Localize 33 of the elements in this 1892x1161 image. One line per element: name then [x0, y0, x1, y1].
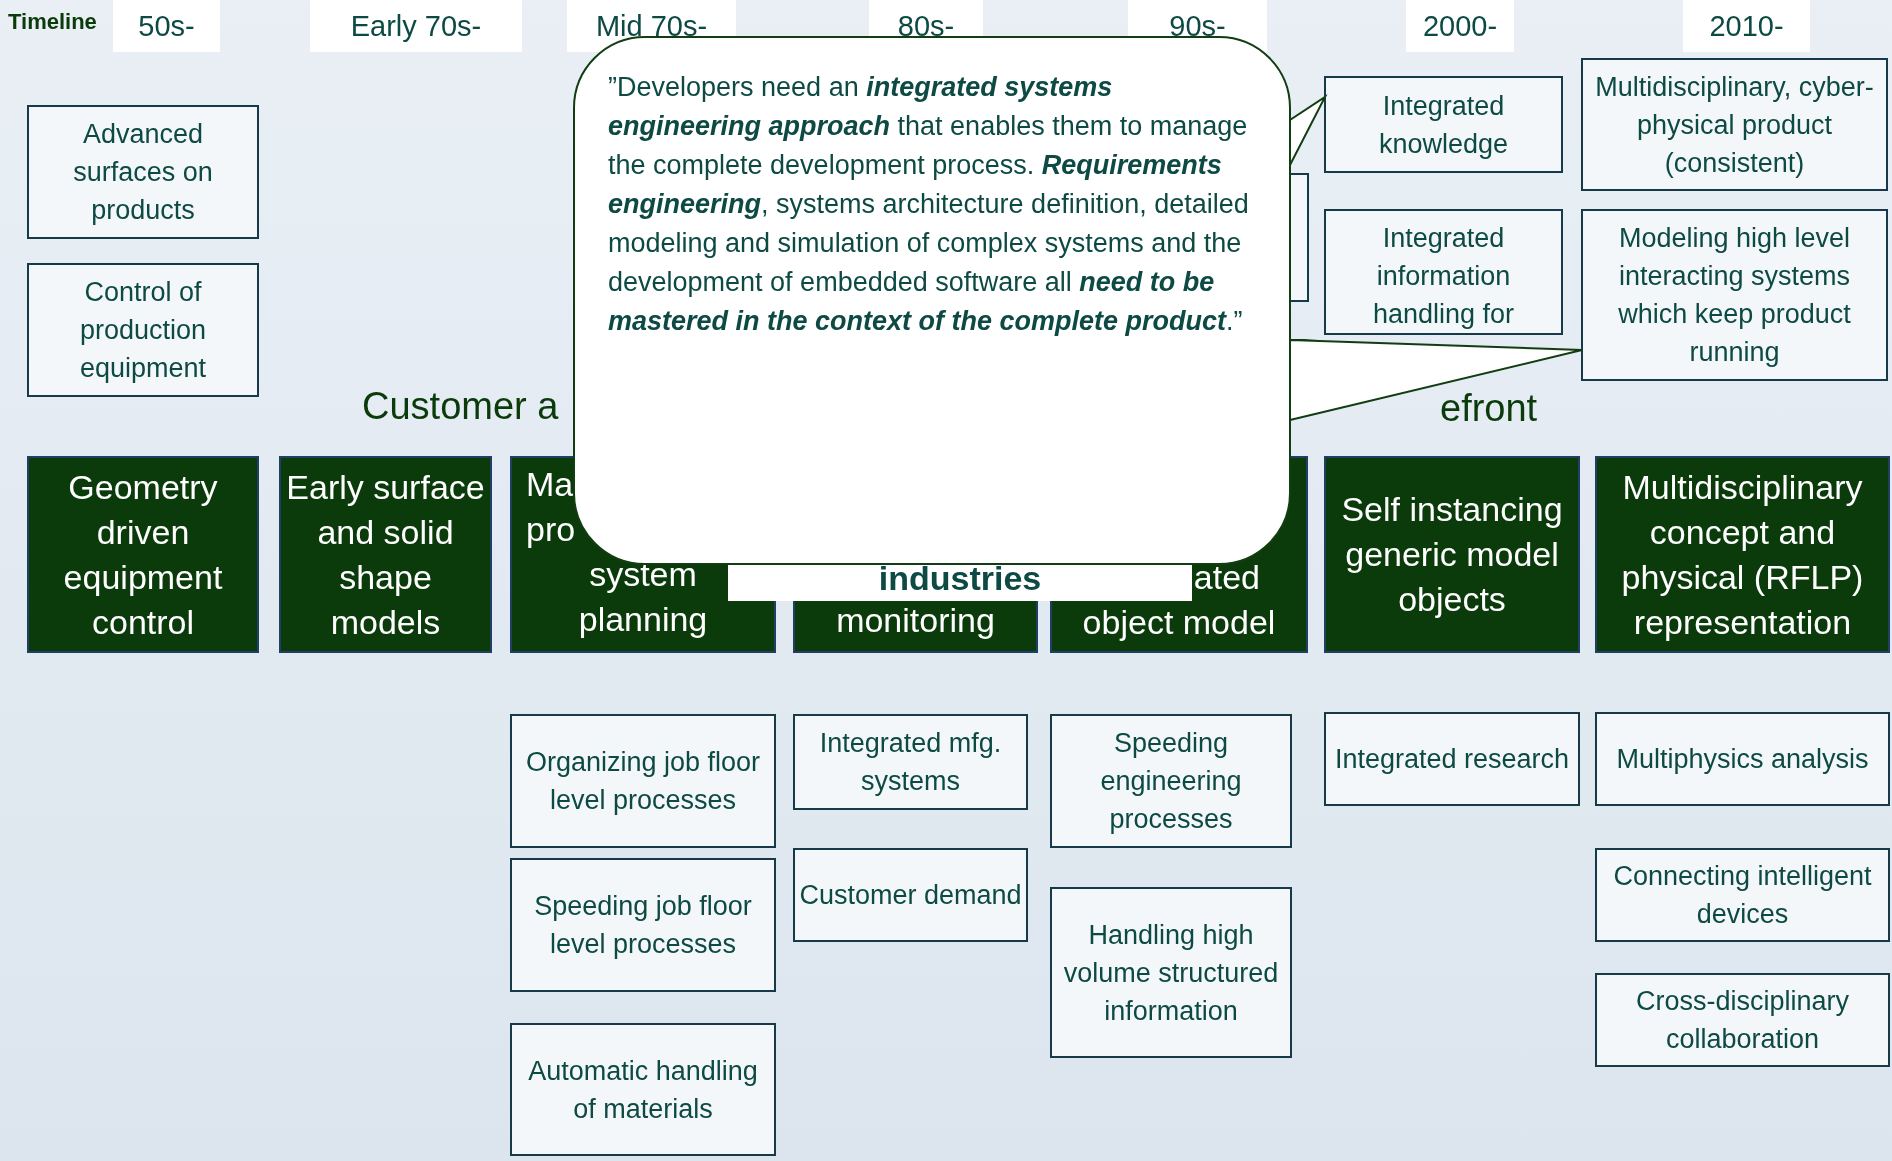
text-box: Connecting intelligent devices — [1595, 848, 1890, 942]
text-box: Integrated information handling for — [1324, 209, 1563, 335]
text-box: Speeding engineering processes — [1050, 714, 1292, 848]
timeline-label: Timeline — [8, 8, 98, 36]
text-box: Organizing job floor level processes — [510, 714, 776, 848]
callout-pointer — [1289, 338, 1583, 421]
text-box: Customer demand — [793, 848, 1028, 942]
text-box: Speeding job floor level processes — [510, 858, 776, 992]
text-box: Handling high volume structured information — [1050, 887, 1292, 1058]
year-label: 2010- — [1683, 0, 1810, 52]
box-text: Ma — [525, 464, 575, 505]
year-label: Early 70s- — [310, 0, 522, 52]
headline-text: Customer a — [362, 386, 560, 426]
text-box: Advanced surfaces on products — [27, 105, 259, 239]
year-label: 50s- — [113, 0, 220, 52]
text-box: Modeling high level interacting systems which keep product running — [1581, 209, 1888, 381]
era-box: Geometry driven equipment control — [27, 456, 259, 653]
text-box: Integrated knowledge — [1324, 76, 1563, 173]
callout-pointer — [1289, 96, 1326, 166]
text-box: Integrated mfg. systems — [793, 714, 1028, 810]
era-box: Self instancing generic model objects — [1324, 456, 1580, 653]
text-box: Cross-disciplinary collaboration — [1595, 973, 1890, 1067]
year-label: 2000- — [1406, 0, 1514, 52]
quote-tooltip: ”Developers need an integrated systems engineering approach that enables them to manage the complete development process. Requirements engineering, systems architecture definition, detailed modeling and simulation of complex systems and the development of embedded software all need to be mastered in the context of the complete product.” — [573, 36, 1291, 565]
text-box: Multiphysics analysis — [1595, 712, 1890, 806]
box-text: object model — [1081, 602, 1277, 643]
text-box: Integrated research — [1324, 712, 1580, 806]
text-box: Control of production equipment — [27, 263, 259, 397]
headline-text: efront — [1440, 388, 1539, 428]
era-box: Early surface and solid shape models — [279, 456, 492, 653]
era-box: Multidisciplinary concept and physical (RFLP) representation — [1595, 456, 1890, 653]
text-box: Automatic handling of materials — [510, 1023, 776, 1156]
text-box: Multidisciplinary, cyber-physical product (consistent) — [1581, 58, 1888, 191]
